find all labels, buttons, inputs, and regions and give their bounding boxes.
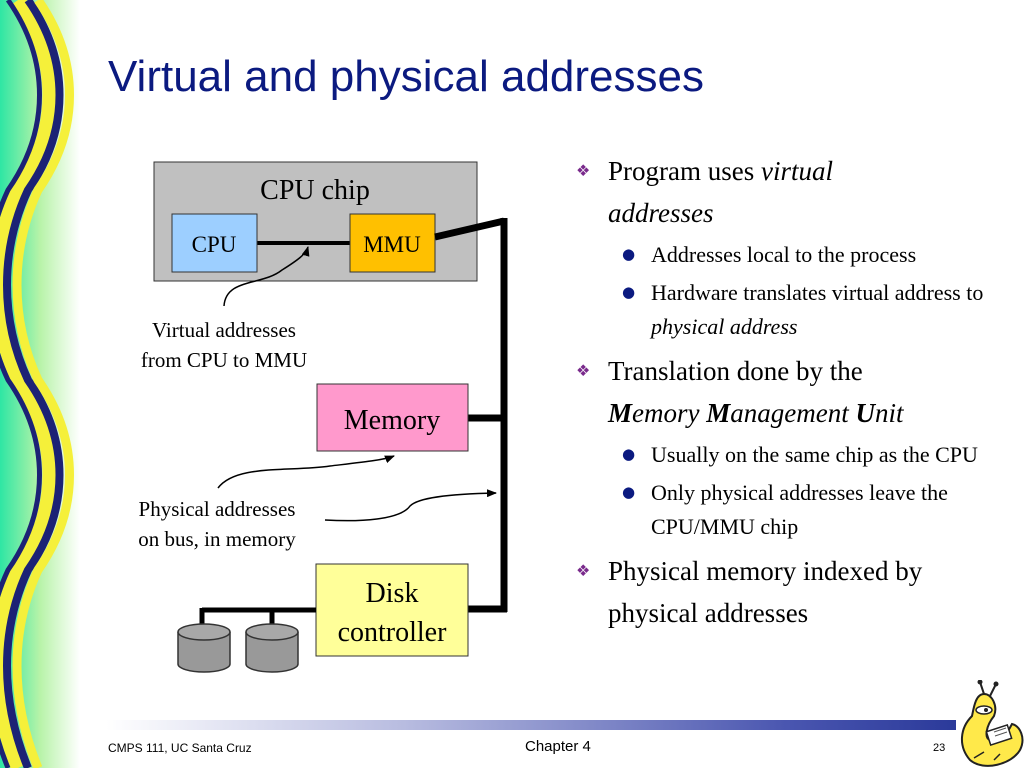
cpu-label: CPU [192, 232, 237, 257]
acronym-rest: anagement [730, 398, 856, 428]
system-bus [434, 217, 508, 613]
mmu-box [349, 213, 436, 273]
diamond-cluster-icon: ❖ [576, 161, 591, 180]
acronym-rest: emory [632, 398, 707, 428]
cpu-chip-label: CPU chip [260, 175, 370, 206]
disk-controller-label-line2: controller [338, 617, 448, 648]
bullet-text: Program uses [608, 156, 761, 186]
virtual-address-arrow [223, 246, 310, 307]
sub-bullet-text: Hardware translates virtual address to [651, 280, 984, 305]
disk-controller-label-line1: Disk [366, 578, 419, 609]
physical-address-arrow-bus [324, 489, 497, 522]
physical-address-arrow-memory [217, 455, 395, 489]
physical-address-caption-line2: on bus, in memory [138, 527, 296, 551]
virtual-address-caption-line1: Virtual addresses [152, 318, 296, 342]
disk-icon [245, 623, 299, 673]
sub-bullet-only-physical: ● Only physical addresses leave the CPU/… [572, 476, 1012, 544]
diamond-cluster-icon: ❖ [576, 561, 591, 580]
bullet-emphasis: addresses [608, 198, 714, 228]
bullet-physical-memory-indexed: ❖ Physical memory indexed by physical ad… [572, 550, 1012, 634]
sub-bullet-hardware-translates: ● Hardware translates virtual address to… [572, 276, 1012, 344]
sub-bullet-same-chip: ● Usually on the same chip as the CPU [572, 438, 1012, 472]
bullet-list: ❖ Program uses virtual addresses ● Addres… [572, 150, 1012, 634]
acronym-letter: M [706, 398, 731, 428]
banana-slug-icon [961, 680, 1024, 767]
diamond-cluster-icon: ❖ [576, 361, 591, 380]
mmu-label: MMU [363, 232, 421, 257]
dot-icon: ● [622, 245, 636, 263]
bullet-emphasis: virtual [760, 156, 833, 186]
sub-bullet-text: Addresses local to the process [651, 242, 917, 267]
memory-box [316, 383, 469, 452]
sub-bullet-emphasis: physical address [651, 314, 798, 339]
acronym-rest: nit [874, 398, 904, 428]
bullet-text: Physical memory indexed by physical addr… [608, 556, 923, 628]
dot-icon: ● [622, 483, 636, 501]
footer-course: CMPS 111, UC Santa Cruz [108, 741, 252, 755]
acronym-letter: M [608, 398, 633, 428]
sub-bullet-text: Only physical addresses leave the CPU/MM… [651, 480, 948, 539]
footer-chapter: Chapter 4 [525, 738, 591, 755]
bullet-program-uses-virtual: ❖ Program uses virtual addresses [572, 150, 1012, 234]
acronym-letter: U [855, 398, 875, 428]
physical-address-caption-line1: Physical addresses [139, 497, 296, 521]
disk-controller-box [315, 563, 469, 657]
decorative-wave-border [0, 0, 80, 768]
footer-divider [106, 720, 956, 730]
memory-label: Memory [344, 405, 440, 436]
bullet-text: Translation done by the [608, 356, 863, 386]
disk-icon [177, 623, 231, 673]
dot-icon: ● [622, 283, 636, 301]
cpu-box [171, 213, 258, 273]
footer-page-number: 23 [933, 742, 946, 754]
dot-icon: ● [622, 445, 636, 463]
sub-bullet-text: Usually on the same chip as the CPU [651, 442, 978, 467]
sub-bullet-addresses-local: ● Addresses local to the process [572, 238, 1012, 272]
slide-title: Virtual and physical addresses [108, 52, 704, 101]
virtual-address-caption-line2: from CPU to MMU [141, 348, 307, 372]
